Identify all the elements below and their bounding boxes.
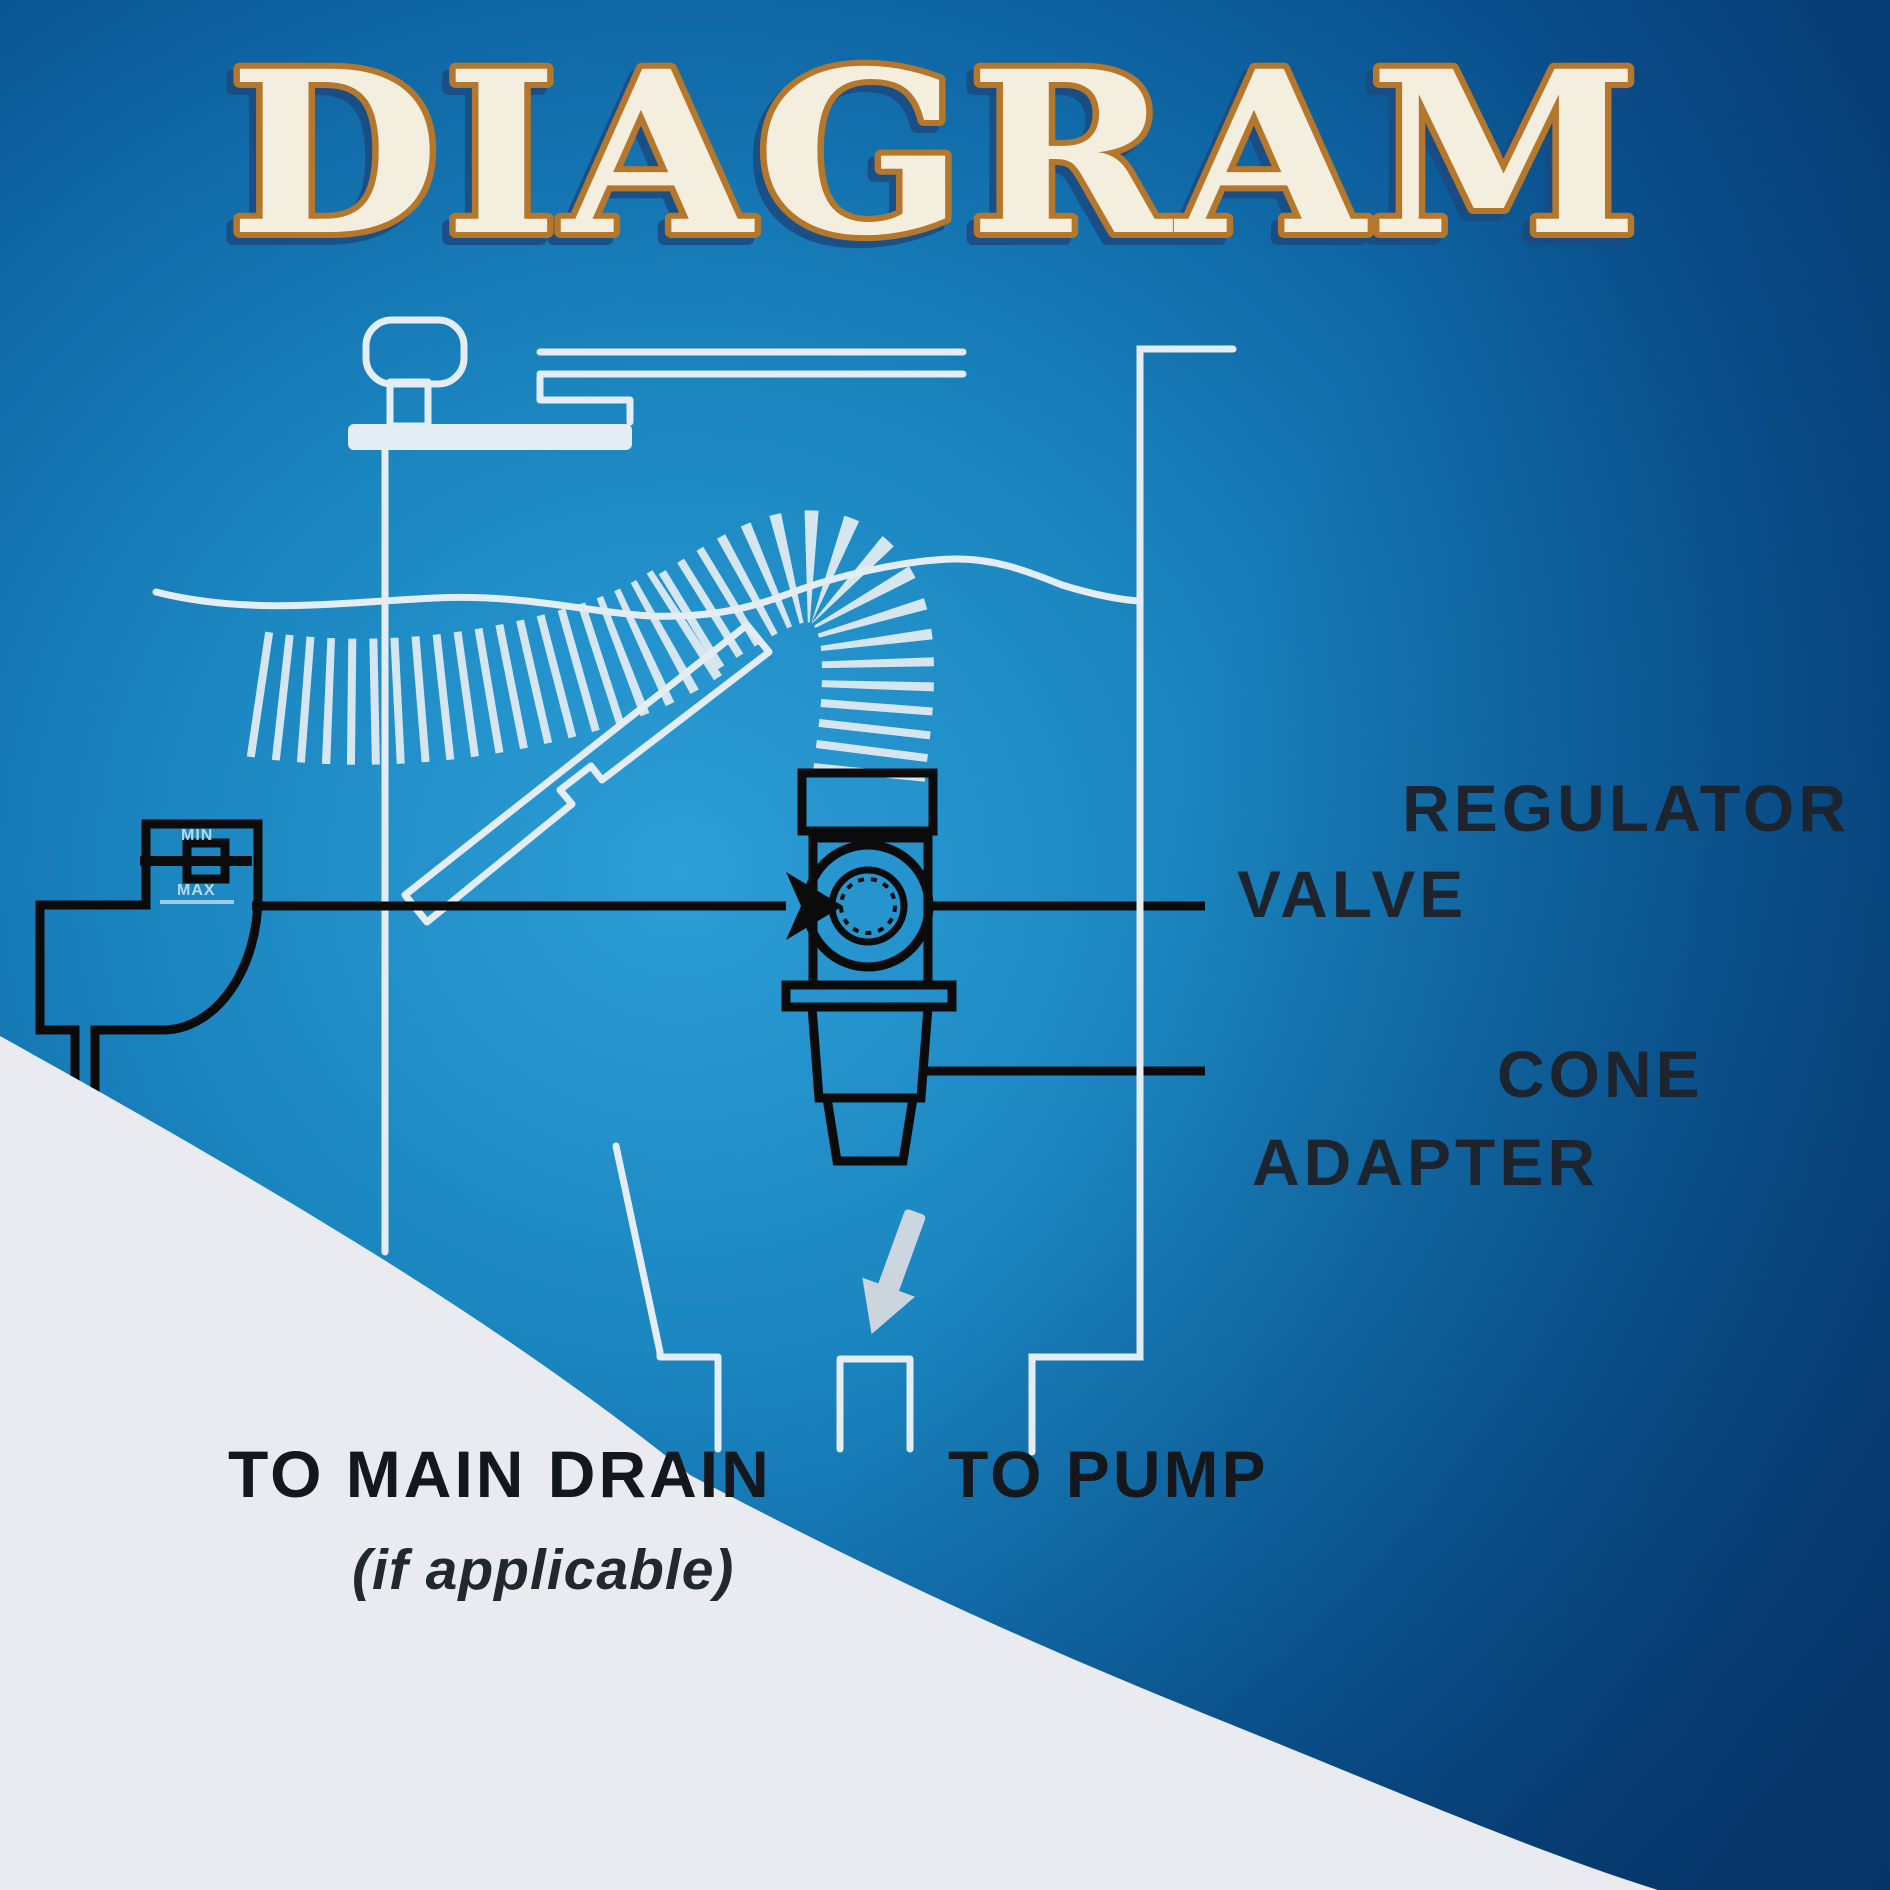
flow-arrow-icon: [862, 1209, 926, 1335]
tank-floor-drain-opening: [612, 1142, 722, 1453]
valve-inlet-arrow-icon: [786, 872, 843, 940]
adapter-upper-block: [807, 1002, 933, 1103]
black-lineart: [35, 768, 1205, 1166]
float-arm: [348, 424, 632, 450]
float-stem: [386, 378, 432, 430]
label-adapter: ADAPTER: [1252, 1125, 1600, 1199]
tank-floor-pump-opening: [836, 1355, 914, 1453]
white-diagonal-overlay: [0, 1036, 1658, 1890]
tank-rim: [536, 348, 967, 378]
water-line: [152, 555, 1144, 620]
hose-descending-run: [658, 510, 935, 782]
page-title: DIAGRAM: [229, 22, 1644, 285]
label-to-main-drain: TO MAIN DRAIN: [228, 1437, 772, 1511]
water-level-gauge-box: [182, 838, 230, 884]
page-title-shadow: DIAGRAM: [222, 29, 1637, 292]
label-regulator: REGULATOR: [1402, 771, 1850, 845]
float-bracket: [536, 373, 634, 426]
hose-coupling: [797, 768, 938, 836]
label-valve: VALVE: [1237, 857, 1468, 931]
label-to-pump: TO PUMP: [948, 1437, 1269, 1511]
tank-right-wall: [1028, 345, 1237, 1456]
label-if-applicable: (if applicable): [352, 1538, 735, 1602]
label-cone: CONE: [1497, 1037, 1704, 1111]
regulator-valve-drawing: [786, 768, 938, 990]
label-min: MIN: [181, 827, 214, 844]
hose-horizontal-run: [246, 569, 723, 765]
float-icon: [362, 316, 468, 388]
label-max: MAX: [177, 882, 216, 899]
valve-wheel-dashed: [839, 877, 897, 935]
adapter-cone: [821, 1093, 919, 1166]
corrugated-hose: [246, 510, 935, 782]
cone-adapter-drawing: [781, 980, 957, 1166]
